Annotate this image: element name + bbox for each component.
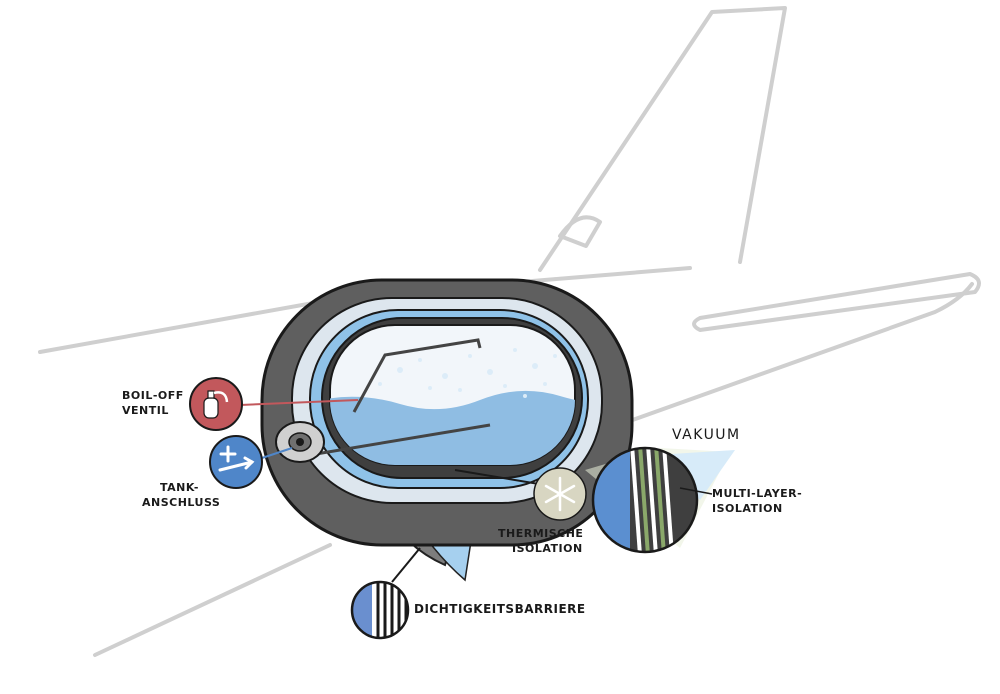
mli-label-line1: MULTI-LAYER- — [712, 487, 803, 500]
horizontal-stabilizer — [692, 272, 981, 332]
sealing-barrier-label: DICHTIGKEITSBARRIERE — [414, 602, 586, 617]
tank-connector-flange — [275, 421, 325, 463]
vertical-stabilizer — [538, 6, 787, 272]
boil-off-valve-label: BOIL-OFF VENTIL — [122, 388, 184, 418]
tank-shell — [260, 278, 634, 547]
sealing-barrier-label-text: DICHTIGKEITSBARRIERE — [414, 602, 586, 616]
vacuum-zoom-lens — [585, 446, 735, 554]
tank-connector-label: TANK- ANSCHLUSS — [142, 480, 220, 510]
aircraft-outline — [38, 6, 981, 657]
barrier-zoom-lens — [350, 580, 410, 640]
vacuum-label: VAKUUM — [672, 428, 741, 443]
leader-lines — [239, 399, 546, 583]
gas-cylinder-icon — [203, 390, 229, 419]
plus-arrow-icon — [218, 445, 255, 472]
boil-off-valve-label-line1: BOIL-OFF — [122, 389, 184, 402]
multi-layer-insulation-label: MULTI-LAYER- ISOLATION — [712, 486, 802, 516]
vacuum-label-text: VAKUUM — [672, 427, 741, 443]
fill-pipe — [309, 423, 491, 457]
vent-pipe — [352, 338, 482, 413]
tank-connector-label-line1: TANK- — [160, 481, 200, 494]
snowflake-icon — [544, 476, 576, 512]
tank-connector-label-line2: ANSCHLUSS — [142, 496, 221, 509]
mli-label-line2: ISOLATION — [712, 502, 783, 515]
liquid-hydrogen — [330, 348, 575, 465]
thermal-label-line1: THERMISCHE — [498, 527, 584, 540]
tank-connector-badge — [209, 435, 263, 489]
boil-off-valve-label-line2: VENTIL — [122, 404, 169, 417]
dorsal-fin — [558, 215, 602, 248]
boil-off-valve-badge — [189, 377, 243, 431]
thermal-insulation-label: THERMISCHE ISOLATION — [498, 526, 583, 556]
thermal-insulation-badge — [533, 467, 587, 521]
thermal-label-line2: ISOLATION — [512, 542, 583, 555]
